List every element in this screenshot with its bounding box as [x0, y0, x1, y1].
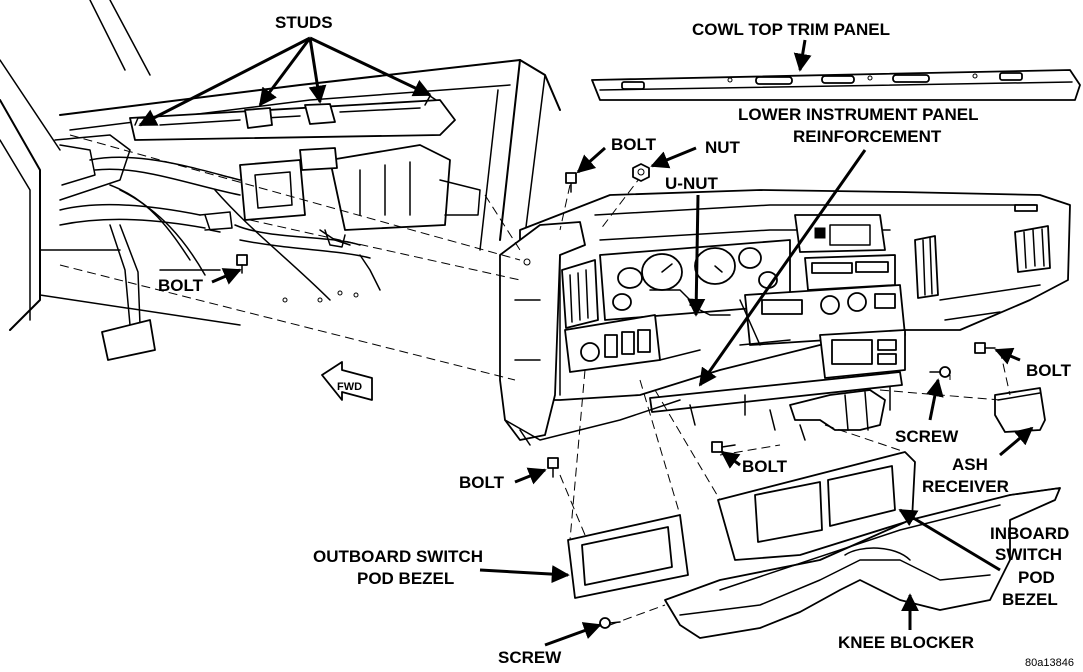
fasteners — [236, 163, 996, 629]
screw-fastener — [599, 617, 621, 629]
outboard-switch-pod-bezel — [567, 514, 689, 599]
label-outboard-bezel-line2: POD BEZEL — [357, 569, 454, 588]
label-lower-ip-reinforcement-line1: LOWER INSTRUMENT PANEL — [738, 105, 979, 124]
label-inboard-bezel-line1: INBOARD — [990, 524, 1069, 543]
bolt-fastener — [711, 441, 736, 453]
label-inboard-bezel-line3: POD — [1018, 568, 1055, 587]
label-cowl-top-trim-panel: COWL TOP TRIM PANEL — [692, 20, 890, 39]
label-screw-right: SCREW — [895, 427, 959, 446]
instrument-panel — [499, 189, 1071, 446]
label-bolt-bottom-left: BOLT — [459, 473, 505, 492]
label-bolt-left: BOLT — [158, 276, 204, 295]
bolt-fastener — [547, 457, 559, 478]
label-bolt-top: BOLT — [611, 135, 657, 154]
bolt-fastener — [236, 254, 248, 274]
label-ash-receiver-line1: ASH — [952, 455, 988, 474]
figure-id: 80a13846 — [1025, 657, 1074, 669]
label-bolt-right: BOLT — [1026, 361, 1072, 380]
bolt-fastener — [974, 342, 996, 354]
bolt-fastener — [565, 172, 577, 193]
cowl-top-trim-panel — [591, 69, 1081, 101]
label-lower-ip-reinforcement-line2: REINFORCEMENT — [793, 127, 942, 146]
ash-receiver — [994, 387, 1046, 433]
label-screw-bottom: SCREW — [498, 648, 562, 667]
label-inboard-bezel-line2: SWITCH — [995, 545, 1062, 564]
fwd-label: FWD — [337, 381, 362, 393]
nut-fastener — [632, 163, 650, 182]
label-u-nut: U-NUT — [665, 174, 718, 193]
label-inboard-bezel-line4: BEZEL — [1002, 590, 1058, 609]
labels: STUDS COWL TOP TRIM PANEL LOWER INSTRUME… — [158, 13, 1074, 669]
label-studs: STUDS — [275, 13, 333, 32]
forward-direction-arrow: FWD — [321, 361, 373, 401]
leader-lines — [138, 36, 1034, 647]
inboard-switch-pod-bezel — [717, 451, 916, 561]
label-nut: NUT — [705, 138, 741, 157]
label-outboard-bezel-line1: OUTBOARD SWITCH — [313, 547, 483, 566]
label-ash-receiver-line2: RECEIVER — [922, 477, 1009, 496]
label-bolt-center: BOLT — [742, 457, 788, 476]
label-knee-blocker: KNEE BLOCKER — [838, 633, 974, 652]
screw-fastener — [929, 366, 951, 378]
vehicle-body-structure — [0, 0, 561, 361]
